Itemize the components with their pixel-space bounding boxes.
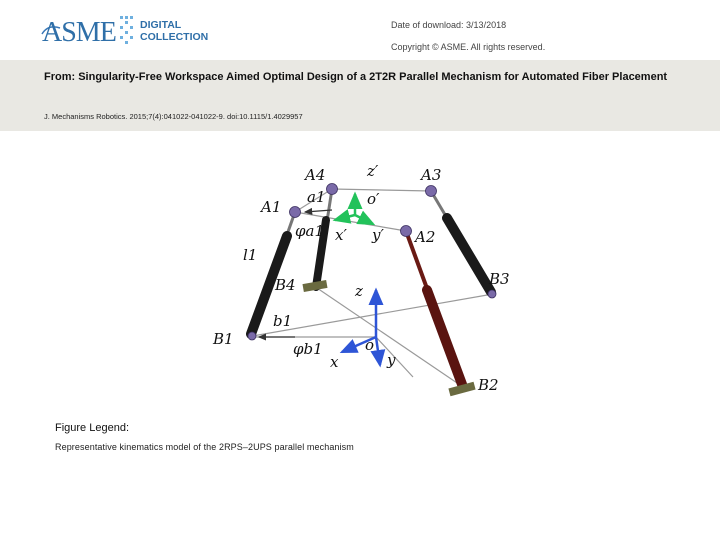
label-phi-a1: φa1: [295, 222, 324, 240]
label-l1: l1: [243, 246, 257, 264]
angle-arrows: [257, 207, 333, 341]
journal-reference: J. Mechanisms Robotics. 2015;7(4):041022…: [44, 112, 303, 121]
figure-legend-heading: Figure Legend:: [55, 422, 129, 434]
asme-digital-collection-logo: ASME DIGITAL COLLECTION: [41, 16, 208, 48]
moving-frame-axes: [332, 191, 376, 226]
label-phi-b1: φb1: [293, 340, 323, 358]
figure-legend-text: Representative kinematics model of the 2…: [55, 442, 354, 452]
label-A4: A4: [303, 166, 325, 184]
download-meta: Date of download: 3/13/2018 Copyright © …: [391, 14, 545, 58]
leg-1: [246, 211, 297, 339]
label-A3: A3: [419, 166, 441, 184]
label-o-prime: o′: [367, 190, 380, 208]
leg-4: [302, 188, 334, 293]
label-b1: b1: [273, 312, 292, 330]
figure-labels: A4 A3 A1 A2 a1 φa1 l1 B4 B3 b1 B1 φb1 B2…: [212, 162, 510, 394]
label-B3: B3: [488, 270, 510, 288]
download-date: Date of download: 3/13/2018: [391, 20, 507, 30]
page-header: ASME DIGITAL COLLECTION Date of download…: [0, 0, 720, 60]
label-a1: a1: [307, 188, 326, 206]
svg-text:DIGITAL: DIGITAL: [140, 19, 182, 31]
label-z: z: [354, 282, 363, 300]
label-z-prime: z′: [366, 162, 379, 180]
kinematics-figure: A4 A3 A1 A2 a1 φa1 l1 B4 B3 b1 B1 φb1 B2…: [212, 162, 510, 397]
base-frame-axes: [339, 287, 386, 368]
label-x: x: [330, 353, 339, 371]
svg-text:ASME: ASME: [42, 17, 116, 48]
leg-2: [404, 230, 476, 397]
spherical-joints: [247, 183, 497, 341]
label-B2: B2: [477, 376, 499, 394]
label-y-prime: y′: [371, 226, 384, 244]
label-o: o: [365, 336, 374, 354]
label-A1: A1: [259, 198, 281, 216]
label-B1: B1: [212, 330, 234, 348]
label-A2: A2: [413, 228, 435, 246]
label-B4: B4: [274, 276, 296, 294]
copyright-notice: Copyright © ASME. All rights reserved.: [391, 42, 546, 52]
svg-text:COLLECTION: COLLECTION: [140, 31, 208, 43]
label-y: y: [386, 351, 396, 369]
citation-band: [0, 60, 720, 131]
label-x-prime: x′: [335, 226, 347, 244]
article-title: From: Singularity-Free Workspace Aimed O…: [44, 71, 668, 83]
leg-3: [429, 190, 496, 297]
